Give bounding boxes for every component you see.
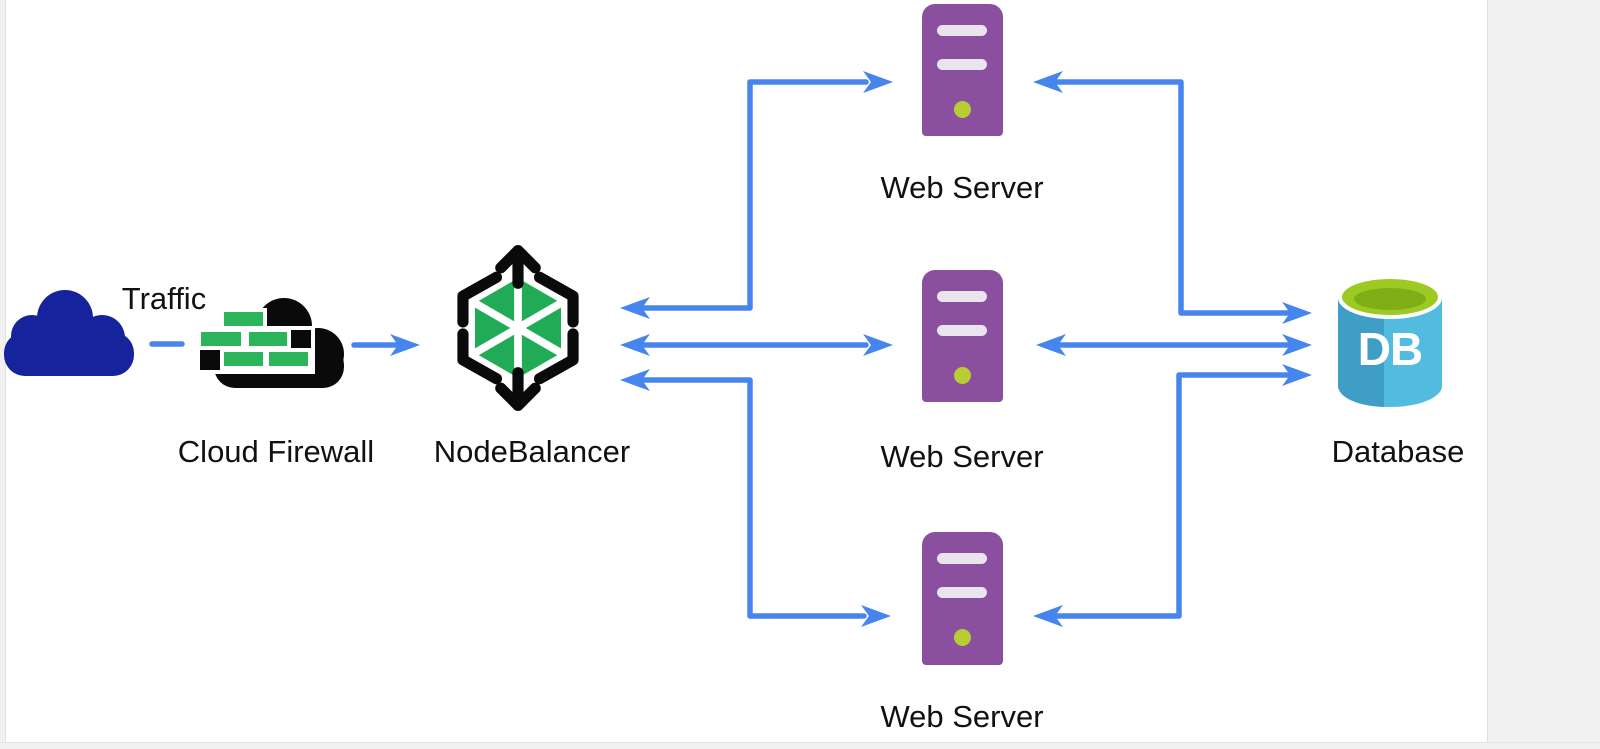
bottom-margin	[0, 742, 1600, 749]
balancer-label: NodeBalancer	[433, 434, 631, 469]
cloud-firewall-icon	[196, 298, 344, 388]
server-slot-bar	[937, 325, 987, 336]
edge-firewall-balancer	[351, 334, 420, 356]
nodebalancer-icon	[457, 245, 579, 411]
server-slot-bar	[937, 553, 987, 564]
server-slot-bar	[937, 587, 987, 598]
web-server-top-label: Web Server	[880, 170, 1044, 205]
server-slot-bar	[937, 59, 987, 70]
web-server-bottom-label: Web Server	[880, 699, 1044, 734]
database-icon: DB	[1338, 277, 1442, 407]
edge-server-top-database	[1033, 71, 1312, 324]
edge-balancer-server-mid	[620, 334, 893, 356]
firewall-label: Cloud Firewall	[177, 434, 375, 469]
database-node: DB	[1338, 277, 1442, 413]
server-power-dot	[954, 367, 971, 384]
server-power-dot	[954, 101, 971, 118]
web-server-bottom-icon	[922, 532, 1003, 665]
right-margin	[1487, 0, 1600, 749]
left-margin	[0, 0, 6, 749]
db-badge: DB	[1358, 323, 1422, 375]
firewall-node	[196, 296, 346, 396]
edge-balancer-server-bottom	[620, 369, 891, 627]
server-slot-bar	[937, 25, 987, 36]
traffic-node	[2, 288, 136, 383]
database-label: Database	[1331, 434, 1465, 469]
balancer-node	[432, 238, 604, 423]
traffic-label: Traffic	[121, 281, 207, 316]
web-server-mid-label: Web Server	[880, 439, 1044, 474]
edge-server-mid-database	[1036, 334, 1312, 356]
web-server-mid-icon	[922, 270, 1003, 402]
edge-balancer-server-top	[620, 71, 893, 319]
web-server-top-icon	[922, 4, 1003, 136]
edge-server-bottom-database	[1033, 364, 1312, 627]
server-power-dot	[954, 629, 971, 646]
traffic-cloud-icon	[4, 290, 134, 376]
server-slot-bar	[937, 291, 987, 302]
